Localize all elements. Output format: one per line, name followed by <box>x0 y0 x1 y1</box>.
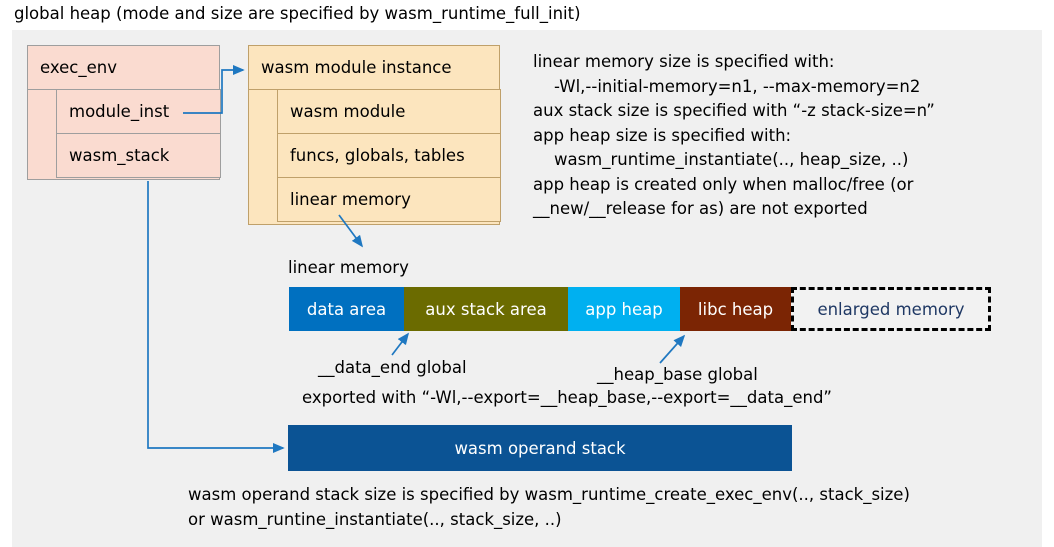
linear-memory-bar-label: linear memory <box>288 258 409 277</box>
memory-segment-app-heap: app heap <box>568 287 680 331</box>
wmi-field-linear-memory: linear memory <box>277 177 501 222</box>
wasm-module-instance-fields: wasm module funcs, globals, tables linea… <box>248 89 501 225</box>
wasm-module-instance-header: wasm module instance <box>248 45 500 90</box>
linear-memory-note: linear memory size is specified with: -W… <box>533 52 935 218</box>
annotation-exported-with: exported with “-Wl,--export=__heap_base,… <box>302 388 832 407</box>
wasm-module-instance-box: wasm module instance wasm module funcs, … <box>248 45 501 225</box>
wasm-operand-stack-box: wasm operand stack <box>288 425 792 471</box>
wmi-field-wasm-module: wasm module <box>277 89 501 134</box>
linear-memory-bar: data area aux stack area app heap libc h… <box>289 287 991 331</box>
annotation-data-end: __data_end global <box>318 358 467 377</box>
memory-segment-data-area: data area <box>289 287 404 331</box>
wmi-field-funcs-globals-tables: funcs, globals, tables <box>277 133 501 178</box>
exec-env-header: exec_env <box>27 45 220 90</box>
exec-env-field-wasm-stack: wasm_stack <box>56 133 221 178</box>
exec-env-box: exec_env module_inst wasm_stack <box>27 45 221 180</box>
diagram-title: global heap (mode and size are specified… <box>14 4 581 23</box>
memory-segment-enlarged-memory: enlarged memory <box>791 287 991 331</box>
memory-segment-libc-heap: libc heap <box>680 287 791 331</box>
memory-segment-aux-stack-area: aux stack area <box>404 287 568 331</box>
exec-env-field-module-inst: module_inst <box>56 89 221 134</box>
exec-env-fields: module_inst wasm_stack <box>27 89 221 180</box>
annotation-heap-base: __heap_base global <box>597 365 758 384</box>
operand-stack-note: wasm operand stack size is specified by … <box>188 485 910 529</box>
